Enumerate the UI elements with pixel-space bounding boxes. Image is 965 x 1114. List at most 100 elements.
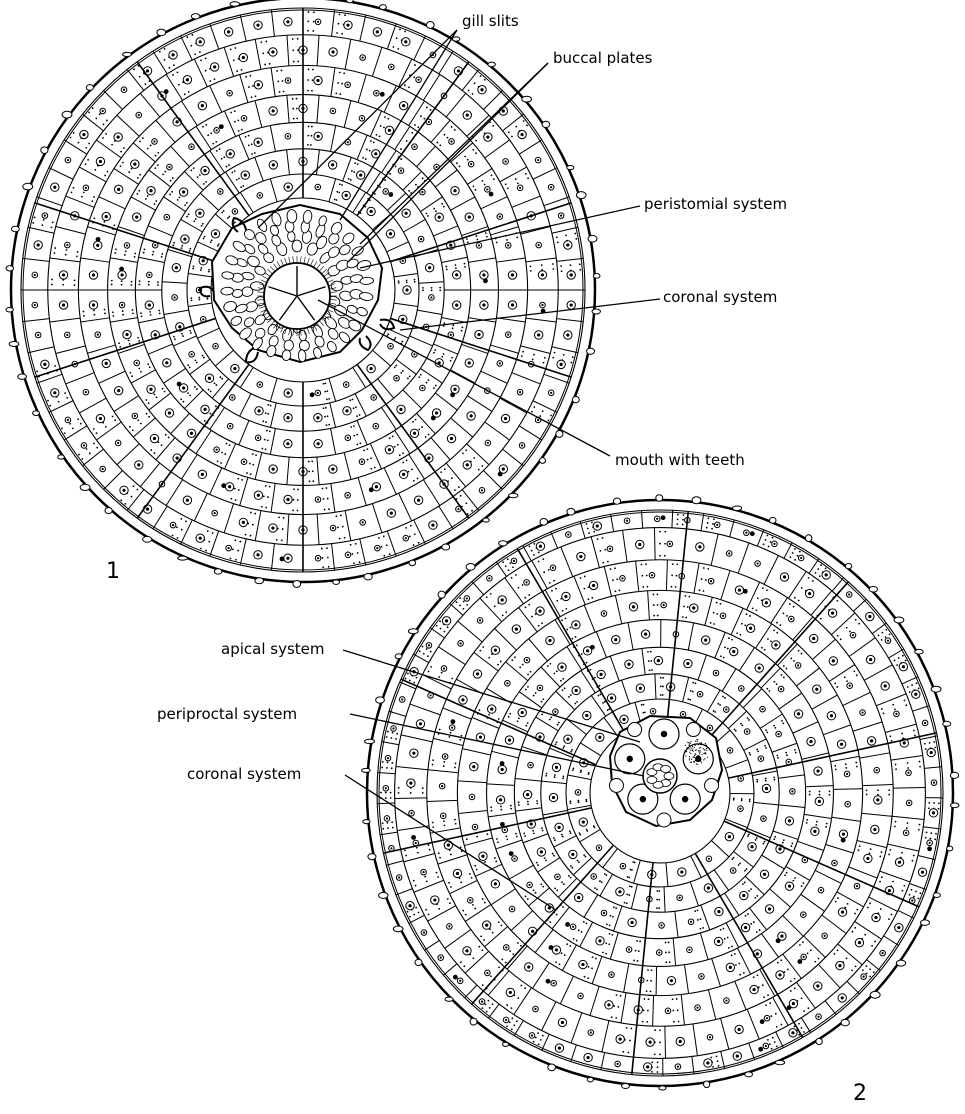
- pore: [867, 907, 869, 909]
- pore: [561, 952, 563, 954]
- pore: [500, 809, 502, 811]
- pore: [541, 701, 543, 703]
- plate-suture: [654, 528, 655, 560]
- tubercle-dark: [177, 382, 182, 387]
- pore: [186, 202, 188, 204]
- spine-base: [592, 309, 600, 314]
- pore: [385, 797, 387, 799]
- pore: [528, 604, 530, 606]
- pore: [744, 624, 746, 626]
- tubercle-boss: [548, 639, 551, 642]
- pore: [604, 549, 606, 551]
- spine-base: [503, 1042, 509, 1046]
- pore: [542, 698, 544, 700]
- tubercle-dark: [164, 89, 169, 94]
- pore: [415, 184, 417, 186]
- pore: [845, 763, 847, 765]
- pore: [387, 822, 389, 824]
- tubercle-boss: [797, 712, 800, 715]
- pore: [756, 781, 758, 783]
- pore: [594, 677, 596, 679]
- pore: [664, 531, 666, 533]
- pore: [609, 924, 611, 926]
- pore: [646, 1021, 648, 1023]
- pore: [428, 434, 430, 436]
- pore: [235, 499, 237, 501]
- pore: [687, 698, 689, 700]
- tubercle-boss: [531, 1034, 533, 1036]
- tubercle-boss: [37, 334, 39, 336]
- pore: [711, 528, 713, 530]
- pore: [538, 561, 540, 563]
- pore: [367, 198, 369, 200]
- pore: [408, 87, 410, 89]
- tubercle-boss: [648, 898, 650, 900]
- madreporite-pore: [694, 747, 695, 748]
- pore: [900, 662, 902, 664]
- pore: [511, 659, 513, 661]
- pore: [449, 849, 451, 851]
- pore: [573, 646, 575, 648]
- pore: [54, 252, 56, 254]
- pore: [137, 337, 139, 339]
- pore: [924, 743, 926, 745]
- tubercle-boss: [729, 966, 732, 969]
- pore: [713, 518, 715, 520]
- tubercle-boss: [560, 666, 563, 669]
- pore: [477, 713, 479, 715]
- pore: [269, 486, 271, 488]
- plate-suture: [893, 787, 925, 788]
- pore: [856, 909, 858, 911]
- pore: [782, 842, 784, 844]
- madreporite-pore: [685, 755, 686, 756]
- madreporite-pore: [704, 749, 705, 750]
- pore: [203, 183, 205, 185]
- tubercle-boss: [172, 524, 174, 526]
- madreporite-pore: [699, 742, 700, 743]
- pore: [547, 665, 549, 667]
- tubercle-boss: [618, 890, 621, 893]
- pore: [651, 669, 653, 671]
- pore: [94, 314, 96, 316]
- pore: [263, 495, 265, 497]
- pore: [382, 761, 384, 763]
- pore: [913, 896, 915, 898]
- pore: [32, 222, 34, 224]
- pore: [862, 969, 864, 971]
- tubercle-boss: [852, 634, 854, 636]
- pore: [415, 885, 417, 887]
- pore: [122, 314, 124, 316]
- pore: [869, 902, 871, 904]
- pore: [429, 849, 431, 851]
- tubercle-boss: [688, 949, 690, 951]
- pore: [837, 635, 839, 637]
- pore: [177, 199, 179, 201]
- tubercle-boss: [433, 898, 436, 901]
- pore: [238, 489, 240, 491]
- pore: [148, 281, 150, 283]
- pore: [128, 171, 130, 173]
- pore: [389, 553, 391, 555]
- pore: [138, 368, 140, 370]
- pore: [812, 580, 814, 582]
- pore: [527, 686, 529, 688]
- periproct-plate: [664, 773, 674, 780]
- pore: [500, 925, 502, 927]
- pore: [566, 240, 568, 242]
- pore: [588, 966, 590, 968]
- pore: [560, 598, 562, 600]
- tubercle-boss: [242, 56, 245, 59]
- madreporite-pore: [700, 750, 701, 751]
- madreporite-pore: [699, 753, 700, 754]
- pore: [500, 661, 502, 663]
- tubercle-boss: [813, 830, 816, 833]
- tubercle-boss: [626, 520, 628, 522]
- pore: [866, 965, 868, 967]
- pore: [490, 806, 492, 808]
- pore: [486, 988, 488, 990]
- tubercle-boss: [219, 190, 221, 192]
- pore: [543, 362, 545, 364]
- tubercle-boss: [778, 847, 781, 850]
- tubercle-boss: [699, 693, 701, 695]
- pore: [626, 902, 628, 904]
